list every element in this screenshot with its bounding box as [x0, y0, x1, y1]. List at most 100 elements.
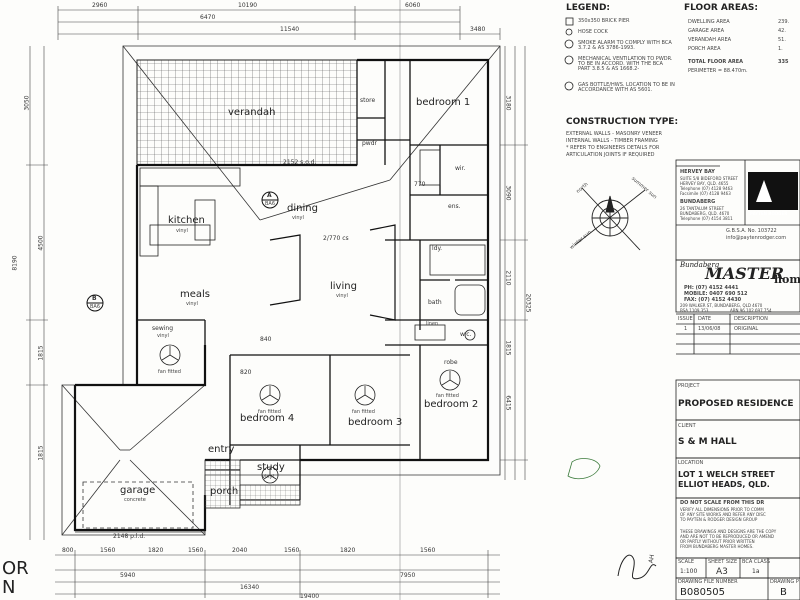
floor-area-total-value: 335 [778, 59, 789, 65]
section-b-sheet: BA6 [90, 304, 101, 310]
client-label: CLIENT [678, 423, 696, 429]
copyright-3: FROM BUNDABERG MASTER HOMES. [680, 544, 754, 549]
living-angled-walls [269, 224, 396, 321]
room-bedroom-1: bedroom 1 [416, 97, 471, 108]
legend-item-0: 350x350 BRICK PIER [578, 18, 630, 24]
dim-right-1: 3090 [504, 185, 512, 201]
dim-bottom-5: 1560 [284, 547, 300, 554]
approval-stamp [567, 458, 601, 480]
drawing-p-label: DRAWING P [770, 579, 799, 585]
room-bedroom-2: bedroom 2 [424, 399, 479, 410]
dim-bottom-total-a: 5940 [120, 572, 136, 579]
study-verandah-tiles [239, 484, 301, 506]
firm-office1-fax: Facsimile (07) 4128 9463 [680, 191, 731, 196]
signature [617, 554, 657, 580]
construction-line-2: * REFER TO ENGINEERS DETAILS FOR [566, 145, 660, 151]
dim-bottom-3: 1560 [188, 547, 204, 554]
dim-bottom-1: 1560 [100, 547, 116, 554]
scale-label: SCALE [678, 559, 695, 565]
copyright-2: OR PARTLY WITHOUT PRIOR WRITTEN [680, 539, 755, 544]
dim-left-0: 3050 [23, 95, 31, 111]
firm-office2-town: BUNDABERG, QLD. 4670 [680, 211, 730, 216]
construction-line-0: EXTERNAL WALLS - MASONRY VENEER [566, 131, 663, 137]
dim-right-0: 3180 [504, 95, 512, 111]
rev-row-desc: ORIGINAL [734, 326, 759, 332]
dim-770: 770 [414, 181, 426, 188]
external-walls [73, 58, 490, 532]
room-sewing: sewing [152, 325, 174, 332]
room-bedroom-3: bedroom 3 [348, 417, 403, 428]
floor-area-label-3: PORCH AREA [688, 46, 721, 52]
compass-rose [574, 187, 646, 251]
kitchen-benches [139, 167, 241, 257]
fan-label-bed4: fan fitted [258, 409, 281, 415]
room-bath: bath [428, 299, 442, 306]
construction-line-1: INTERNAL WALLS - TIMBER FRAMING [566, 138, 658, 144]
fan-label-bed3: fan fitted [352, 409, 375, 415]
drawing-file-number: B080505 [680, 587, 726, 598]
firm-office1: HERVEY BAY [680, 169, 715, 175]
builder-ph: PH: (07) 4152 4441 [684, 285, 739, 291]
top-dimension-lines [57, 6, 501, 40]
room-living-finish: vinyl [336, 293, 348, 299]
rev-row-date: 13/06/08 [698, 326, 721, 332]
dim-bottom-2: 1820 [148, 547, 164, 554]
dim-living-span: 2/770 cs [323, 235, 349, 242]
dim-right-4: 6415 [504, 395, 512, 411]
dim-bottom-4: 2040 [232, 547, 248, 554]
dim-right-5: 20325 [524, 293, 532, 313]
bottom-dimension-lines [55, 550, 500, 598]
floor-area-value-0: 239. [778, 19, 790, 25]
firm-office1-addr: SUITE 5/8 BIDEFORD STREET [680, 176, 738, 181]
builder-abn: ABN 96 102 697 754 [730, 308, 772, 313]
firm-email: info@paytenrodger.com [726, 235, 787, 241]
room-entry: entry [208, 444, 235, 455]
room-bedroom-4: bedroom 4 [240, 413, 295, 424]
floor-area-value-2: 51. [778, 37, 786, 43]
garage-details [75, 481, 205, 533]
rev-row-issue: 1 [684, 326, 688, 332]
room-sewing-finish: vinyl [157, 333, 169, 339]
dim-right-2: 2110 [504, 270, 512, 286]
floor-areas-title: FLOOR AREAS: [684, 3, 759, 13]
floor-area-perimeter: PERIMETER = 88.470m. [688, 68, 748, 74]
project-label: PROJECT [678, 383, 700, 389]
dim-top-mid: 10190 [238, 2, 258, 9]
legend-item-4: GAS BOTTLE/HWS. LOCATION TO BE IN ACCORD… [578, 82, 675, 93]
room-dining-finish: vinyl [292, 215, 304, 221]
dim-top-second-c: 3480 [470, 26, 486, 33]
builder-fax: FAX: (07) 4152 4430 [684, 297, 742, 303]
dim-top-second-a: 6470 [200, 14, 216, 21]
legend-title: LEGEND: [566, 3, 611, 13]
sheet-size-label: SHEET SIZE [708, 559, 738, 565]
dim-verandah-area: 2152 s.o.d. [283, 159, 317, 166]
room-garage: garage [120, 485, 156, 496]
sheet-size-value: A3 [716, 567, 728, 577]
ceiling-fans [159, 344, 461, 484]
firm-office1-town: HERVEY BAY, QLD. 4655 [680, 181, 729, 186]
bottom-left-heading: OR N [2, 558, 29, 598]
floor-area-total-label: TOTAL FLOOR AREA [688, 59, 743, 65]
wet-area-fixtures [414, 149, 486, 341]
room-linen: linen [426, 321, 439, 327]
floor-area-label-1: GARAGE AREA [688, 28, 724, 34]
room-dining: dining [287, 203, 318, 214]
builder-bsa: BSA 1109 353 [680, 308, 709, 313]
dim-right-3: 1815 [504, 340, 512, 356]
floor-area-value-1: 42. [778, 28, 786, 34]
room-living: living [330, 281, 357, 292]
dim-bottom-total-d: 19400 [300, 593, 320, 600]
drawing-p-value: B [780, 587, 787, 598]
firm-gbsa: G.B.S.A. No. 103722 [726, 228, 777, 234]
floor-area-label-2: VERANDAH AREA [688, 37, 732, 43]
dim-bottom-total-b: 16340 [240, 584, 260, 591]
room-garage-finish: concrete [124, 497, 146, 503]
room-kitchen: kitchen [168, 215, 205, 226]
firm-office2-addr: 26 TANTALUM STREET [680, 206, 725, 211]
dim-left-2: 4500 [37, 235, 45, 251]
rev-header-issue: ISSUE [678, 316, 693, 322]
room-meals-finish: vinyl [186, 301, 198, 307]
client-name: S & M HALL [678, 437, 737, 447]
scale-value: 1:100 [680, 568, 698, 575]
